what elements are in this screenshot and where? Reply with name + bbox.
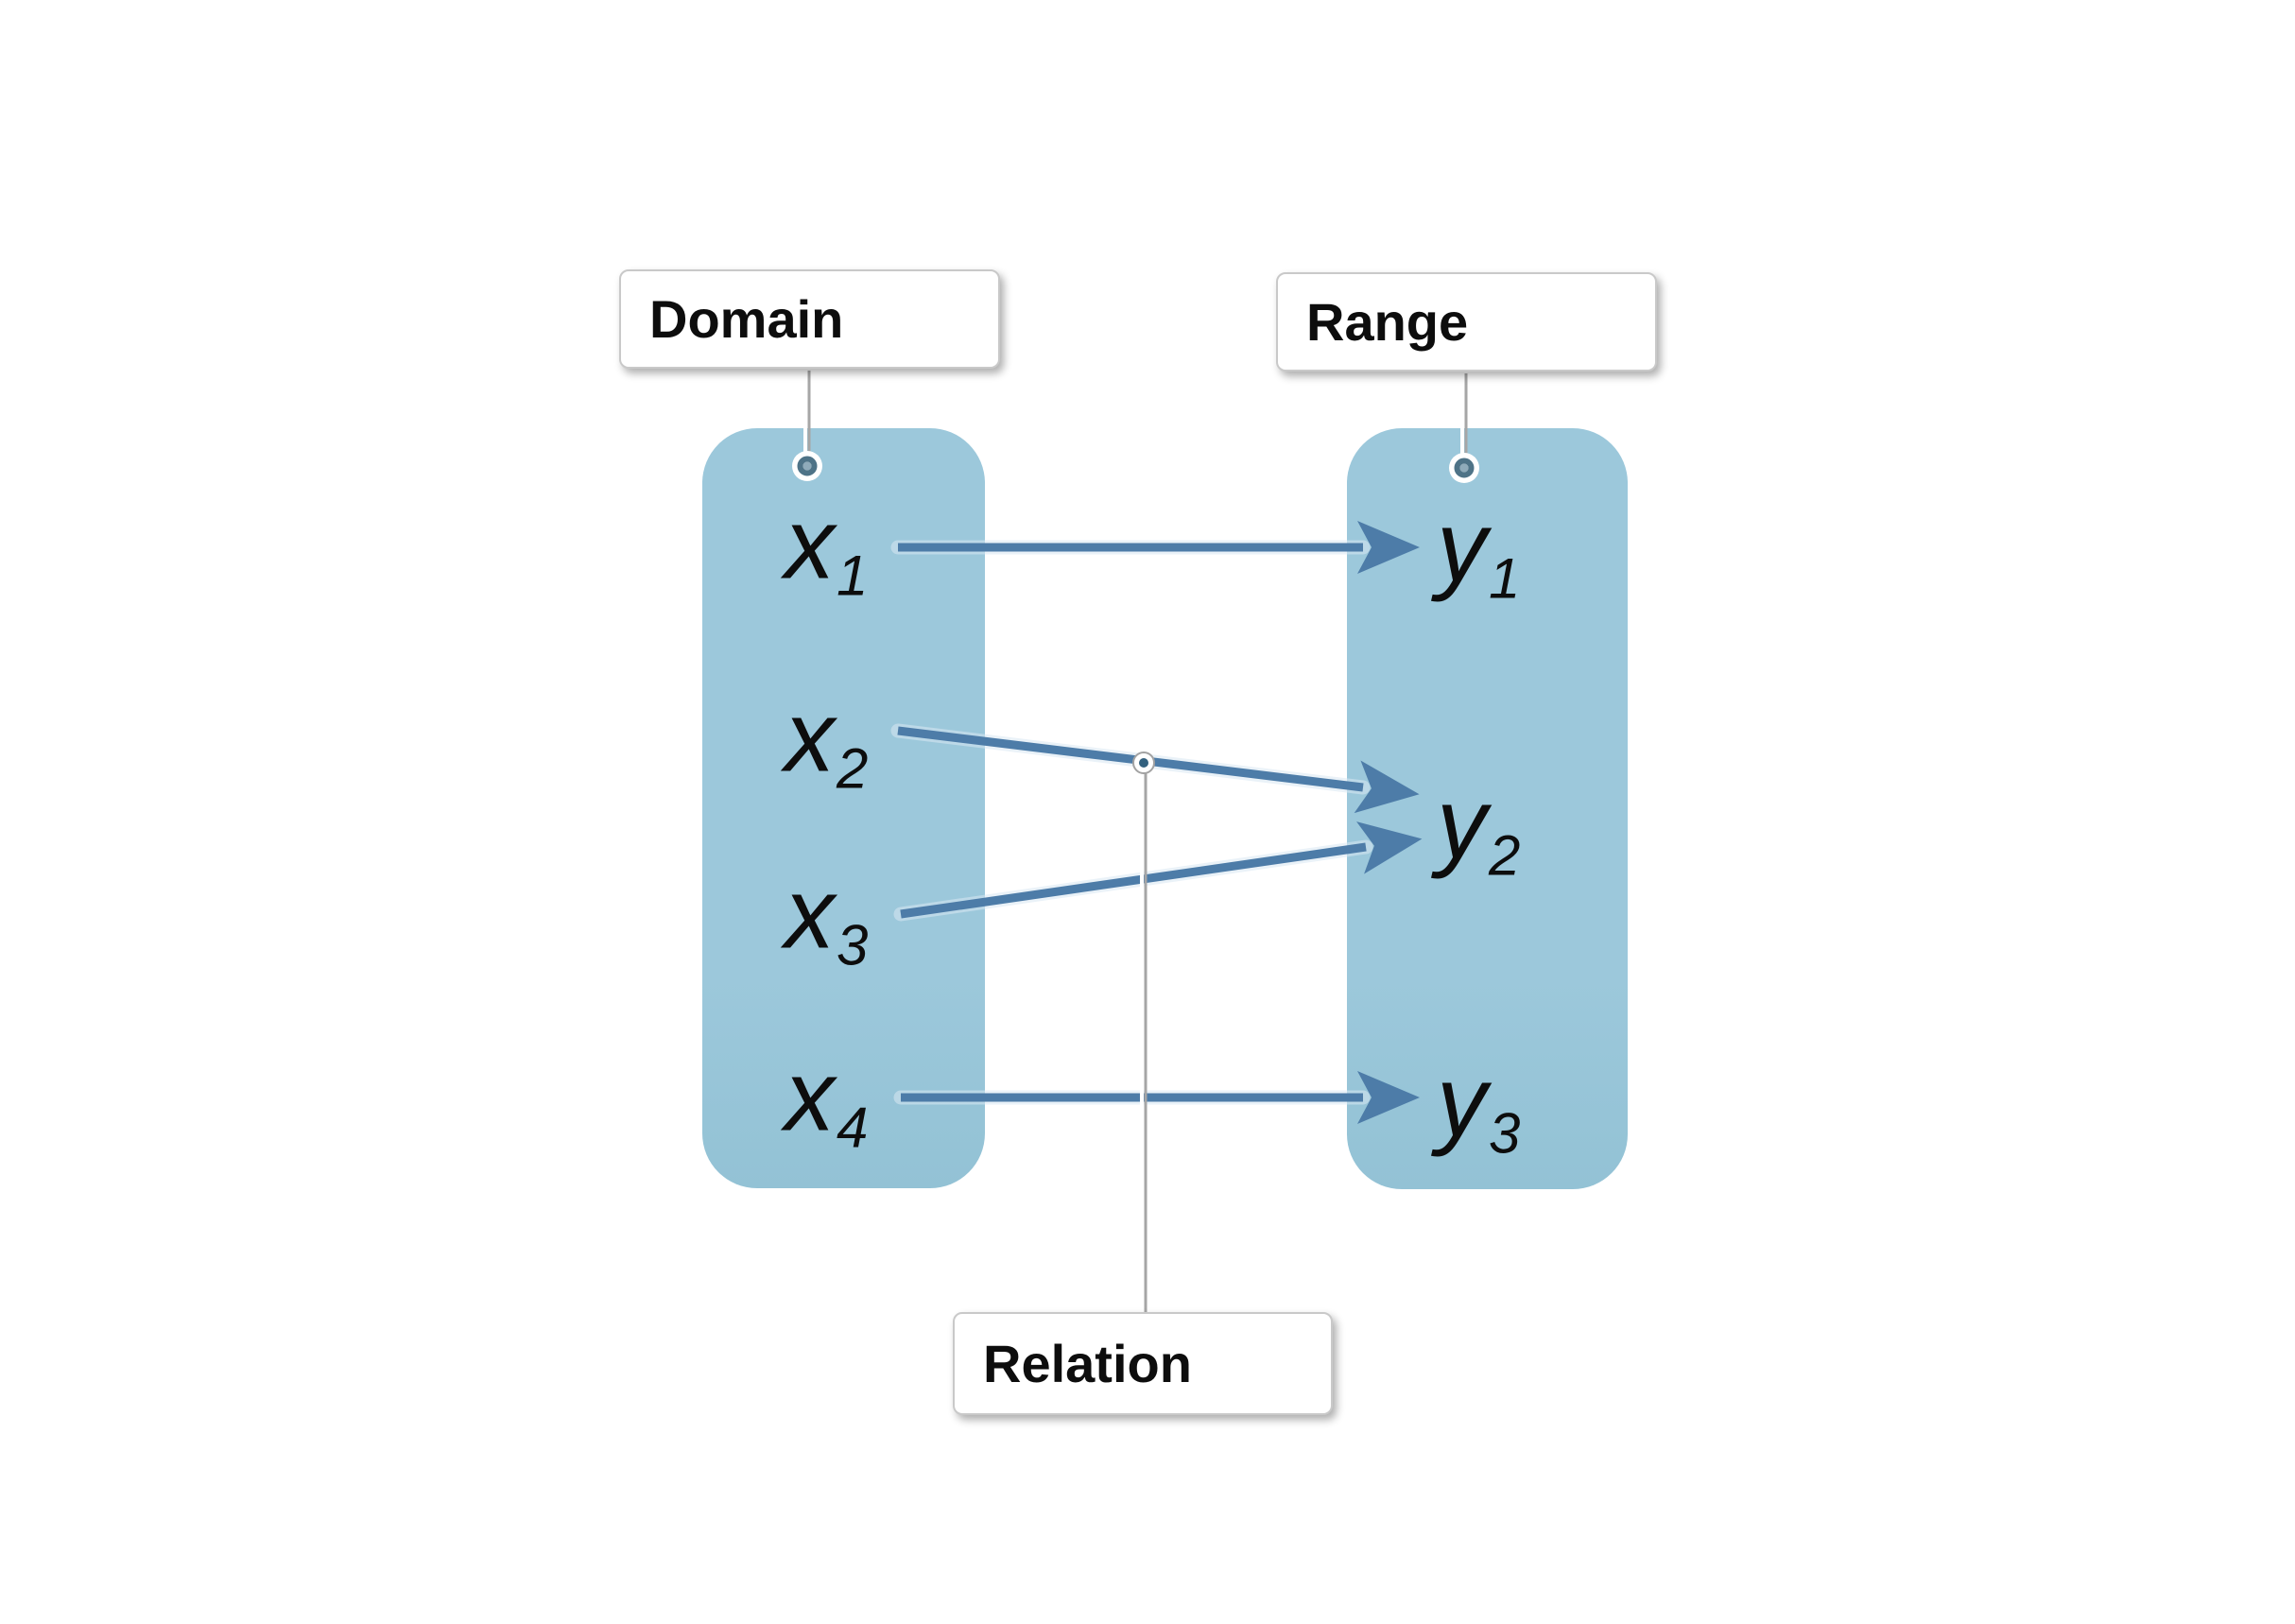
element-subscript: 3 (1489, 1101, 1521, 1166)
element-base: y (1437, 491, 1487, 603)
arrow-x2-y2 (897, 726, 1420, 814)
element-base: x (785, 1040, 835, 1152)
domain-label-box: Domain (619, 269, 1000, 369)
arrow-x3-y2 (900, 821, 1423, 919)
element-base: x (785, 681, 835, 793)
element-base: y (1437, 768, 1487, 880)
domain-label: Domain (649, 289, 844, 349)
element-subscript: 2 (837, 736, 869, 801)
element-subscript: 3 (837, 913, 869, 977)
element-base: y (1437, 1045, 1487, 1158)
element-subscript: 1 (1489, 546, 1521, 611)
relation-anchor-dot-icon (1132, 752, 1155, 774)
element-base: x (785, 488, 835, 600)
range-anchor-dot-icon (1449, 453, 1479, 483)
range-label: Range (1306, 292, 1469, 352)
element-subscript: 2 (1489, 823, 1521, 888)
relation-label-box: Relation (953, 1312, 1333, 1415)
range-label-box: Range (1276, 272, 1657, 371)
domain-column (702, 428, 985, 1188)
relation-label: Relation (983, 1334, 1192, 1393)
element-base: x (785, 857, 835, 970)
domain-anchor-dot-icon (792, 451, 822, 481)
element-subscript: 1 (837, 544, 869, 608)
element-subscript: 4 (837, 1096, 869, 1160)
